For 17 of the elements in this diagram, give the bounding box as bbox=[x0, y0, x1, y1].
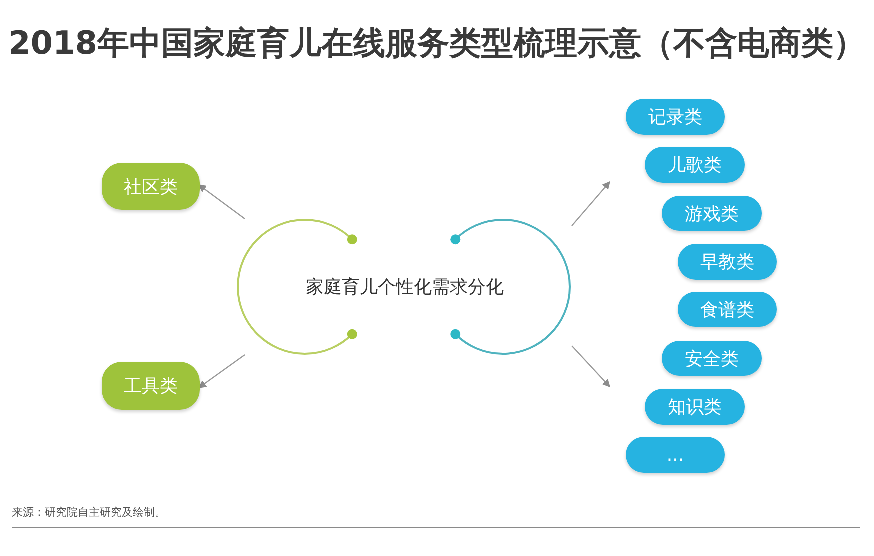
arrow bbox=[198, 354, 246, 388]
category-pill: 游戏类 bbox=[662, 196, 762, 231]
title: 2018年中国家庭育儿在线服务类型梳理示意（不含电商类） bbox=[7, 23, 867, 64]
arrow bbox=[572, 181, 611, 226]
category-pill: 早教类 bbox=[678, 244, 777, 280]
category-pill: 食谱类 bbox=[678, 292, 777, 327]
source-note: 来源：研究院自主研究及绘制。 bbox=[12, 505, 166, 520]
center-text: 家庭育儿个性化需求分化 bbox=[306, 276, 504, 299]
category-pill: 儿歌类 bbox=[645, 147, 745, 183]
category-pill: 社区类 bbox=[102, 163, 200, 210]
arrow bbox=[572, 346, 611, 388]
category-pill: 知识类 bbox=[645, 389, 745, 425]
category-pill: 工具类 bbox=[102, 362, 200, 410]
arrow bbox=[198, 184, 246, 220]
category-pill: 记录类 bbox=[626, 99, 725, 135]
category-pill: 安全类 bbox=[662, 341, 762, 376]
category-pill: ... bbox=[626, 437, 725, 473]
